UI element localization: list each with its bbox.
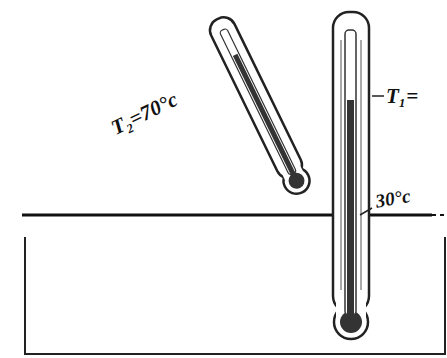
leader-line: [372, 95, 384, 97]
temperature-label: 30°c: [374, 186, 412, 211]
temperature-label: T₂=70°c: [108, 89, 181, 139]
thermometer: [206, 13, 314, 198]
temperature-label: T₁=: [386, 86, 418, 107]
water-surface: [22, 214, 432, 217]
leader-line: [360, 208, 372, 215]
water-surface: [432, 214, 447, 216]
thermometer: [333, 12, 369, 339]
vessel-wall: [25, 237, 445, 354]
